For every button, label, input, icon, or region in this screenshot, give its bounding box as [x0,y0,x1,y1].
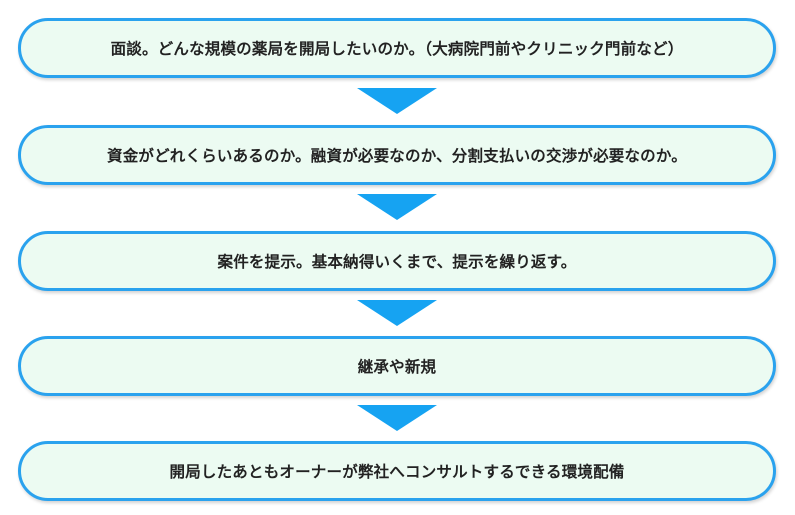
step-3-label: 案件を提示。基本納得いくまで、提示を繰り返す。 [217,253,577,271]
down-arrow-icon [357,194,437,220]
step-4-succession-or-new: 継承や新規 [18,336,776,396]
step-4-label: 継承や新規 [357,358,437,376]
down-arrow-icon [357,300,437,326]
step-2-funding: 資金がどれくらいあるのか。融資が必要なのか、分割支払いの交渉が必要なのか。 [18,125,776,185]
step-1-label: 面談。どんな規模の薬局を開局したいのか。（大病院門前やクリニック門前など） [110,40,684,58]
step-5-label: 開局したあともオーナーが弊社へコンサルトするできる環境配備 [169,463,625,481]
step-1-interview: 面談。どんな規模の薬局を開局したいのか。（大病院門前やクリニック門前など） [18,18,776,78]
step-5-ongoing-consulting: 開局したあともオーナーが弊社へコンサルトするできる環境配備 [18,441,776,501]
down-arrow-icon [357,88,437,114]
step-3-proposal: 案件を提示。基本納得いくまで、提示を繰り返す。 [18,231,776,291]
step-2-label: 資金がどれくらいあるのか。融資が必要なのか、分割支払いの交渉が必要なのか。 [107,147,687,165]
down-arrow-icon [357,405,437,431]
